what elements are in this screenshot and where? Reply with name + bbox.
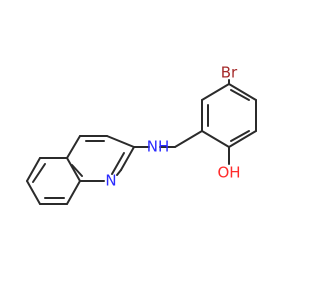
bond-quinoline-right-7	[106, 135, 135, 148]
bond-ring1-double-2	[230, 130, 250, 142]
bond-quinoline-double-4	[32, 163, 46, 183]
bond-ring1-double-3	[230, 89, 250, 101]
bond-quinoline-right-2	[116, 169, 122, 176]
bond-layer	[26, 79, 257, 205]
bond-ring1-3	[201, 130, 230, 148]
chemical-structure: Br OH NH N	[26, 64, 257, 205]
bond-quinoline-right-5	[66, 135, 81, 159]
amine-label: NH	[147, 138, 170, 156]
bond-ring1-4	[228, 130, 257, 148]
bond-quinoline-double-3	[71, 164, 83, 177]
molecule-diagram: Br OH NH N	[26, 63, 257, 205]
bond-quinoline-right-1	[120, 146, 135, 171]
bond-quinoline-left-3	[26, 180, 41, 205]
atom-label-layer: Br OH NH N	[105, 64, 240, 190]
bond-quinoline-double-2	[111, 152, 125, 175]
bond-ring1-1	[201, 83, 230, 101]
bromine-label: Br	[221, 64, 238, 82]
quinoline-nitrogen-label: N	[105, 172, 116, 190]
bond-quinoline-left-2	[26, 157, 41, 182]
bond-ring1-6	[228, 83, 257, 101]
hydroxyl-label: OH	[217, 164, 240, 182]
bond-ch2-1	[174, 130, 203, 148]
bond-quinoline-left-5	[66, 180, 81, 205]
bond-quinoline-right-4	[66, 157, 81, 182]
